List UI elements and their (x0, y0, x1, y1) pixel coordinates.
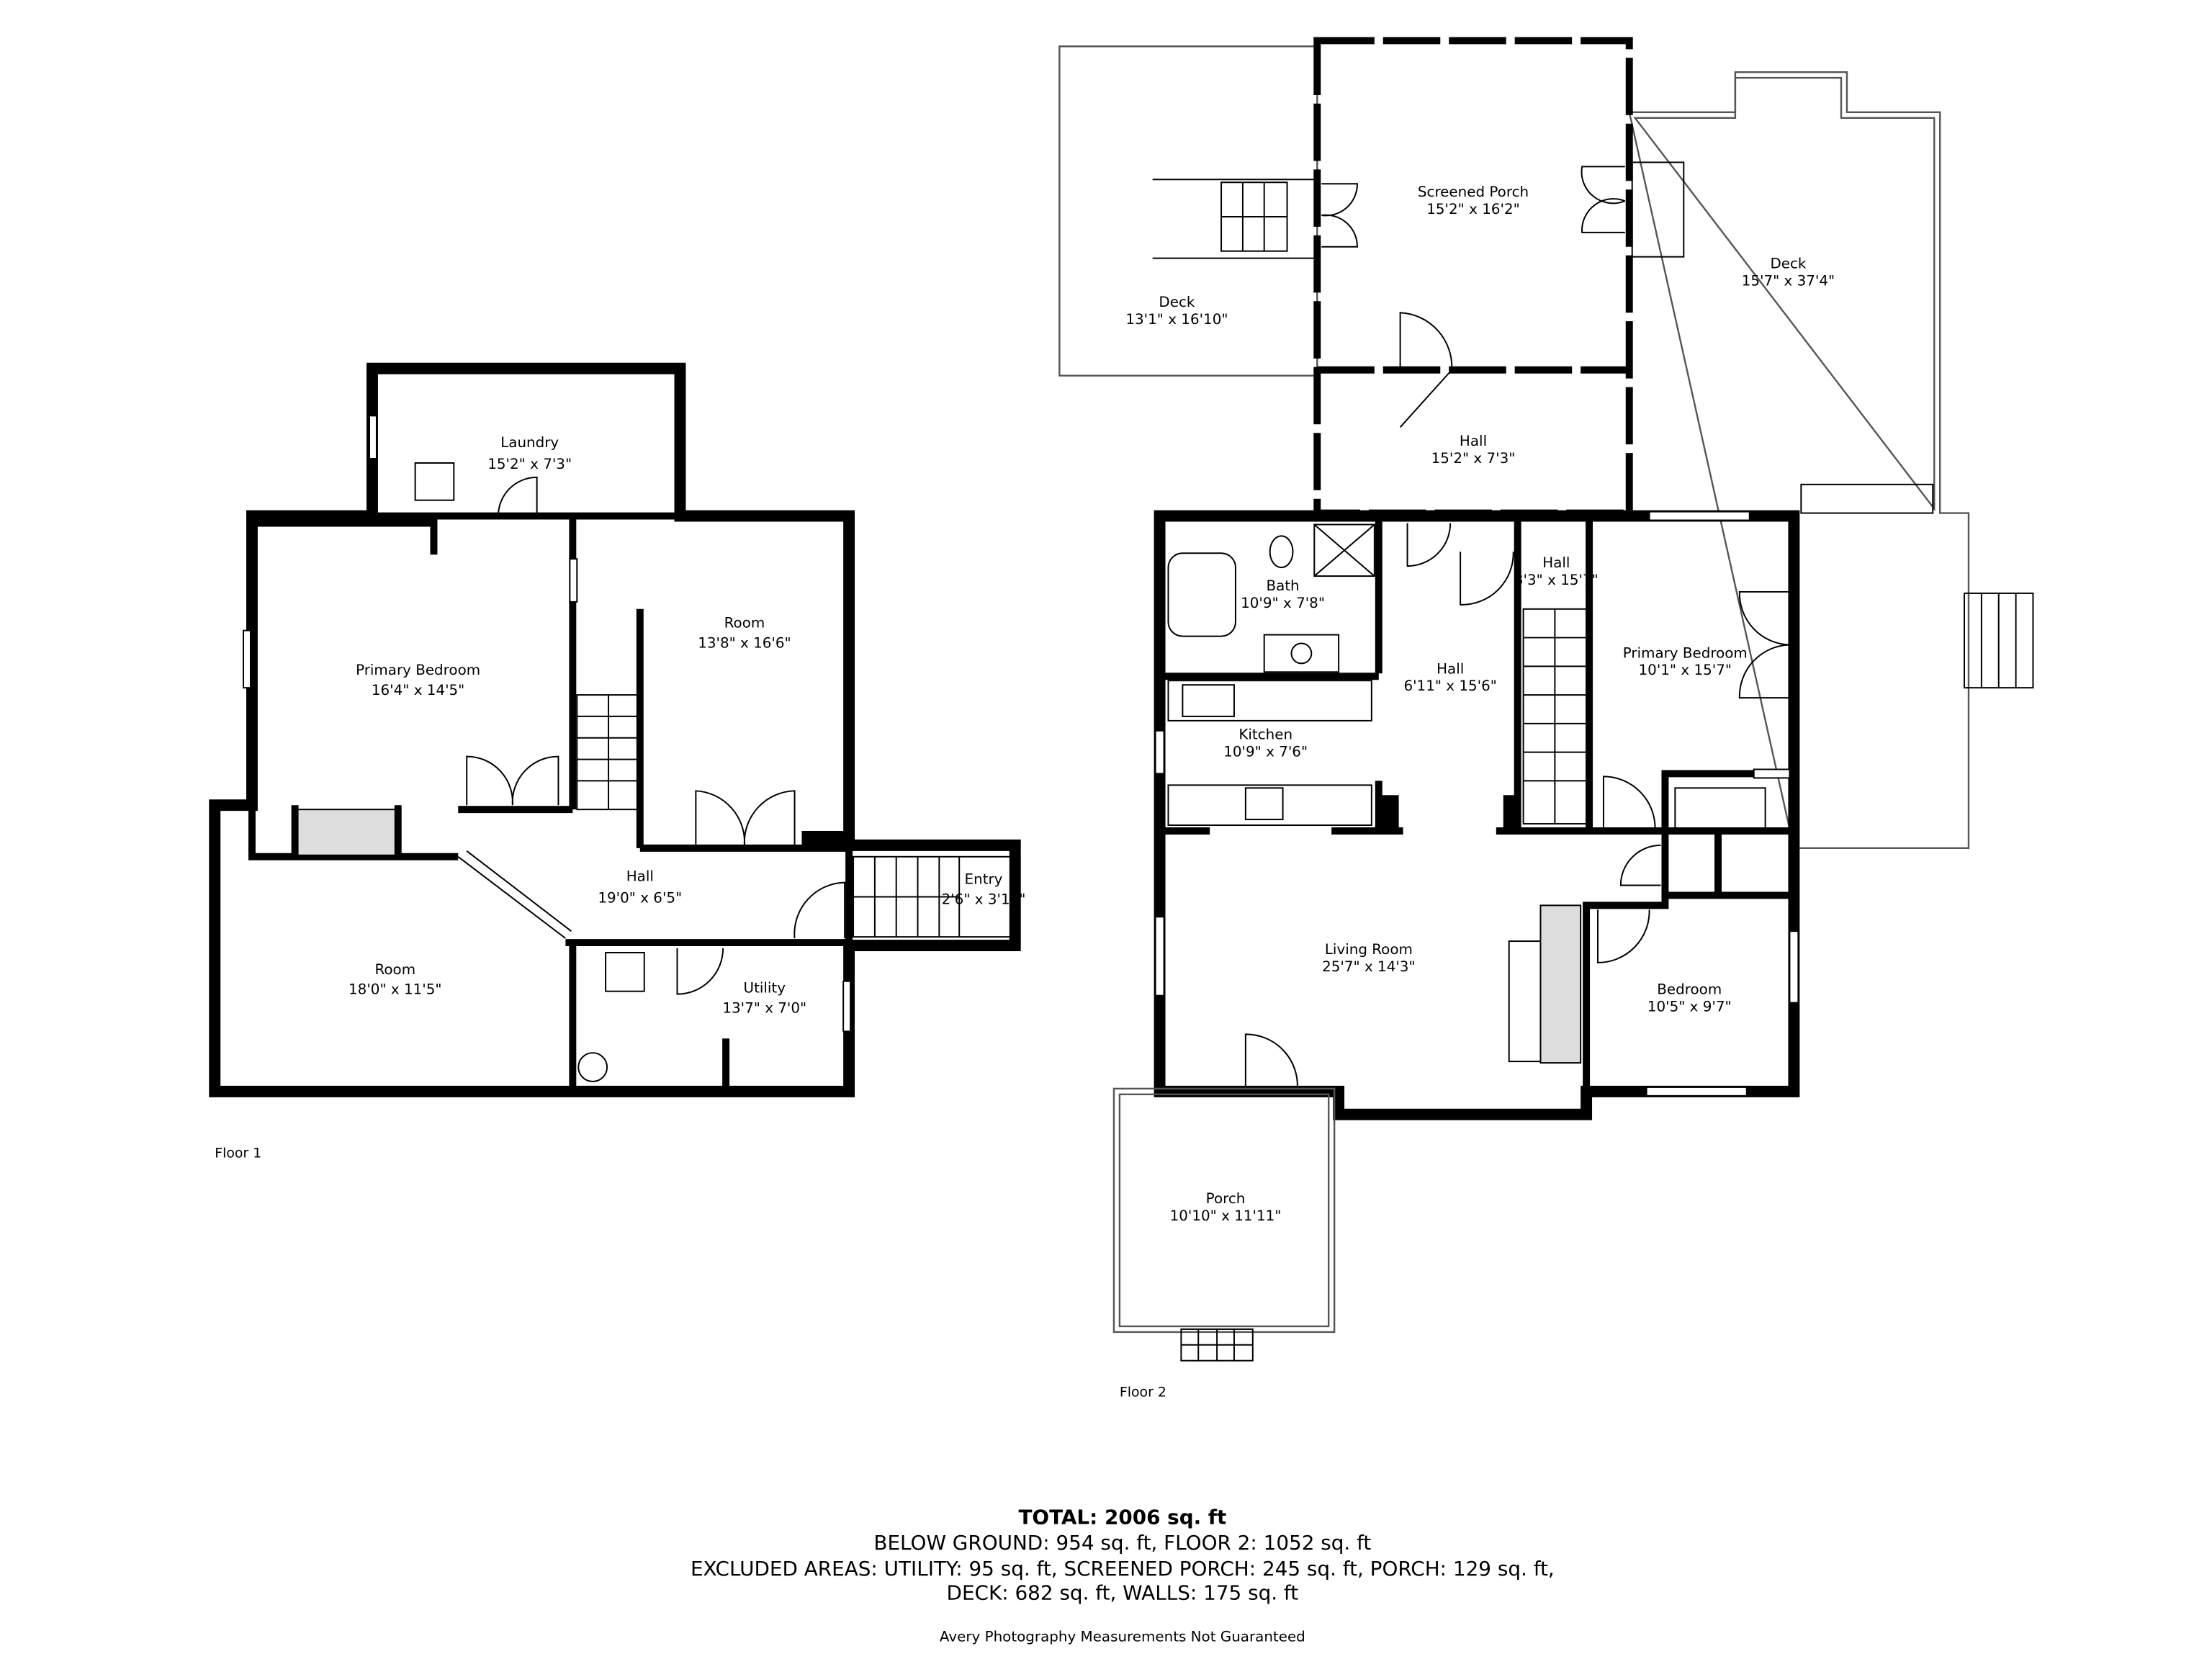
room-dims: 13'7" x 7'0" (722, 1000, 806, 1017)
room-dims: 13'8" x 16'6" (698, 634, 791, 651)
floor-2-plan: Deck 13'1" x 16'10" Screened Porch 15'2"… (1058, 37, 2034, 1400)
credit-note: Avery Photography Measurements Not Guara… (940, 1628, 1305, 1645)
room-dims: 15'2" x 16'2" (1426, 201, 1519, 217)
floor-2-label: Floor 2 (1120, 1384, 1166, 1400)
room-dims: 10'9" x 7'8" (1241, 595, 1325, 611)
floor-2-fixtures (1154, 511, 1799, 1097)
room-name: Primary Bedroom (1623, 644, 1748, 661)
room-name: Entry (965, 871, 1003, 888)
room-dims: 19'0" x 6'5" (598, 889, 682, 906)
floor-2-room-labels: Deck 13'1" x 16'10" Screened Porch 15'2"… (1125, 184, 1835, 1224)
room-name: Primary Bedroom (356, 662, 480, 678)
room-dims: 18'0" x 11'5" (349, 981, 441, 998)
room-name: Screened Porch (1418, 184, 1529, 200)
room-name: Bath (1266, 577, 1299, 594)
excluded-areas: EXCLUDED AREAS: UTILITY: 95 sq. ft, SCRE… (691, 1557, 1555, 1581)
room-dims: 15'7" x 37'4" (1742, 272, 1835, 289)
room-name: Deck (1770, 256, 1806, 272)
room-name: Room (374, 961, 415, 978)
area-summary: TOTAL: 2006 sq. ft BELOW GROUND: 954 sq.… (691, 1505, 1555, 1645)
room-dims: 10'1" x 15'7" (1639, 662, 1732, 678)
room-name: Room (724, 615, 765, 631)
room-dims: 2'6" x 3'11" (942, 891, 1026, 907)
room-name: Laundry (500, 434, 559, 451)
room-name: Hall (1437, 660, 1464, 677)
floor-1-room-labels: Laundry 15'2" x 7'3" Primary Bedroom 16'… (349, 434, 1025, 1016)
floor-1-stairs (576, 694, 1012, 938)
room-dims: 3'3" x 15'7" (1514, 572, 1599, 588)
floor-1-label: Floor 1 (215, 1145, 261, 1161)
room-name: Hall (1460, 433, 1487, 449)
room-dims: 6'11" x 15'6" (1403, 678, 1496, 694)
room-name: Hall (1542, 554, 1570, 571)
room-name: Hall (626, 868, 654, 885)
floor-1-exterior-walls (209, 362, 1021, 1097)
room-dims: 13'1" x 16'10" (1125, 311, 1228, 328)
room-name: Utility (744, 980, 786, 997)
excluded-areas-continued: DECK: 682 sq. ft, WALLS: 175 sq. ft (947, 1581, 1299, 1605)
floor-2-interior-walls (1159, 516, 1794, 1092)
room-dims: 25'7" x 14'3" (1322, 958, 1415, 975)
room-name: Porch (1206, 1190, 1246, 1207)
floor-1-plan: Laundry 15'2" x 7'3" Primary Bedroom 16'… (209, 362, 1025, 1161)
room-dims: 10'5" x 9'7" (1647, 999, 1732, 1015)
room-name: Kitchen (1238, 727, 1292, 743)
room-dims: 10'9" x 7'6" (1223, 744, 1308, 760)
deck-stairs (1152, 161, 2034, 689)
room-name: Bedroom (1657, 981, 1722, 998)
front-porch (1112, 1087, 1336, 1362)
floor-2-exterior-walls (1154, 510, 1800, 1120)
area-breakdown: BELOW GROUND: 954 sq. ft, FLOOR 2: 1052 … (873, 1531, 1371, 1555)
room-dims: 15'2" x 7'3" (1431, 450, 1516, 467)
room-dims: 15'2" x 7'3" (487, 456, 572, 472)
total-area: TOTAL: 2006 sq. ft (1018, 1505, 1226, 1529)
room-dims: 10'10" x 11'11" (1170, 1208, 1282, 1224)
floor-1-fixtures (243, 415, 852, 1082)
room-name: Deck (1159, 294, 1195, 310)
room-dims: 16'4" x 14'5" (372, 682, 464, 698)
room-name: Living Room (1325, 941, 1413, 958)
